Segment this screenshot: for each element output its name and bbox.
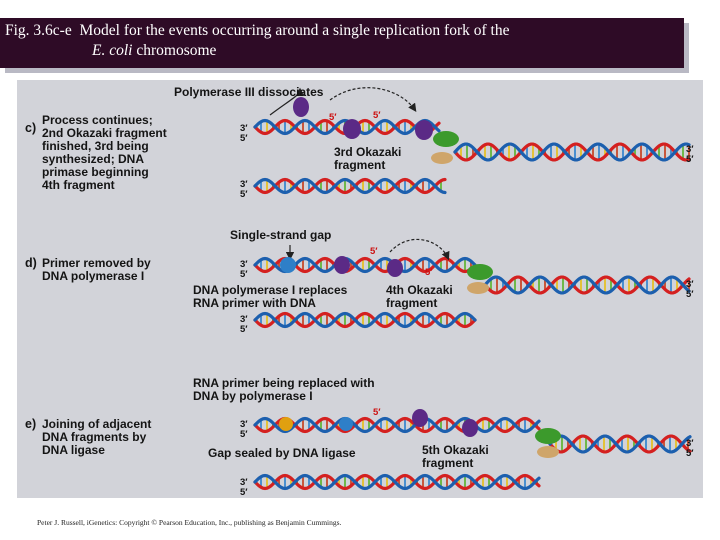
polymerase-iii-icon xyxy=(462,419,478,437)
panel-c-line: synthesized; DNA xyxy=(42,152,145,166)
panel-c-line: Process continues; xyxy=(42,113,153,127)
panel-e-fragment-label: 5th Okazaki fragment xyxy=(422,444,489,470)
polymerase-iii-icon xyxy=(343,119,361,139)
polymerase-i-icon xyxy=(339,417,353,431)
panel-e-line: DNA ligase xyxy=(42,443,105,457)
polymerase-i-icon xyxy=(280,257,296,273)
strand-end-label: 3′ xyxy=(686,279,694,290)
strand-end-label: 3′ xyxy=(240,314,248,325)
caption-rest: chromosome xyxy=(136,42,217,59)
five-prime-mark: 5′ xyxy=(425,267,433,278)
panel-e-proteins xyxy=(279,409,561,458)
figure-caption: Model for the events occurring around a … xyxy=(79,22,510,39)
strand-end-label: 3′ xyxy=(240,123,248,134)
primase-icon xyxy=(467,282,489,294)
strand-end-label: 3′ xyxy=(686,438,694,449)
gap-sealed-label: Gap sealed by DNA ligase xyxy=(208,446,356,460)
polymerase-iii-icon xyxy=(415,120,433,140)
leading-strand-helix-e xyxy=(253,473,541,491)
strand-end-label: 5′ xyxy=(240,324,248,335)
pol1-label-line: DNA polymerase I replaces xyxy=(193,283,348,297)
panel-d-line: Primer removed by xyxy=(42,256,151,270)
strand-end-label: 5′ xyxy=(240,269,248,280)
primase-icon xyxy=(537,446,559,458)
figure-title-line1: Fig. 3.6c-e Model for the events occurri… xyxy=(5,22,509,40)
strand-end-label: 5′ xyxy=(240,487,248,498)
strand-end-label: 3′ xyxy=(240,179,248,190)
strand-end-label: 5′ xyxy=(686,289,694,300)
figure-label: Fig. 3.6c-e xyxy=(5,22,72,39)
panel-d-description: Primer removed by DNA polymerase I xyxy=(42,257,151,283)
panel-d-fragment-label: 4th Okazaki fragment xyxy=(386,284,453,310)
strand-end-label: 5′ xyxy=(686,448,694,459)
primase-icon xyxy=(431,152,453,164)
fragment-label-line: fragment xyxy=(386,296,438,310)
helicase-icon xyxy=(467,264,493,280)
five-prime-mark: 5′ xyxy=(370,246,378,257)
parental-helix-c xyxy=(453,142,691,162)
panel-c-line: primase beginning xyxy=(42,165,149,179)
five-prime-mark: 5′ xyxy=(373,407,381,418)
figure-title-line2: E. coli chromosome xyxy=(92,42,216,60)
panel-e-description: Joining of adjacent DNA fragments by DNA… xyxy=(42,418,151,457)
dna-ligase-icon xyxy=(279,417,293,431)
fragment-label-line: fragment xyxy=(422,456,474,470)
strand-end-label: 5′ xyxy=(240,189,248,200)
strand-end-label: 3′ xyxy=(240,259,248,270)
organism-name: E. coli xyxy=(92,42,133,59)
panel-d-header: Single-strand gap xyxy=(230,228,332,242)
title-bar: Fig. 3.6c-e Model for the events occurri… xyxy=(0,18,684,68)
panel-e-letter: e) xyxy=(25,417,37,431)
panel-c-proteins xyxy=(269,87,459,164)
panel-d-pol1-label: DNA polymerase I replaces RNA primer wit… xyxy=(193,284,347,310)
fragment-label-line: fragment xyxy=(334,158,386,172)
leading-strand-helix-c xyxy=(253,177,447,195)
lagging-strand-helix-e xyxy=(253,416,541,434)
strand-end-label: 5′ xyxy=(240,133,248,144)
panel-c-line: finished, 3rd being xyxy=(42,139,149,153)
polymerase-iii-icon xyxy=(293,97,309,117)
panel-c-header: Polymerase III dissociates xyxy=(174,85,324,99)
panel-d-proteins xyxy=(280,238,493,294)
panel-c-fragment-label: 3rd Okazaki fragment xyxy=(334,146,401,172)
strand-end-label: 5′ xyxy=(240,429,248,440)
parental-helix-d xyxy=(483,275,691,295)
panel-e-header-line: DNA by polymerase I xyxy=(193,389,313,403)
polymerase-iii-icon xyxy=(412,409,428,427)
strand-end-label: 3′ xyxy=(240,419,248,430)
five-prime-mark: 5′ xyxy=(329,112,337,123)
strand-end-label: 3′ xyxy=(240,477,248,488)
five-prime-mark: 5′ xyxy=(373,110,381,121)
fragment-label-line: 5th Okazaki xyxy=(422,443,489,457)
copyright-footer: Peter J. Russell, iGenetics: Copyright ©… xyxy=(37,518,342,527)
panel-c-line: 4th fragment xyxy=(42,178,115,192)
leading-strand-helix-d xyxy=(253,311,477,329)
panel-d-letter: d) xyxy=(25,256,37,270)
panel-c-description: Process continues; 2nd Okazaki fragment … xyxy=(42,114,167,192)
pol1-label-line: RNA primer with DNA xyxy=(193,296,316,310)
helicase-icon xyxy=(535,428,561,444)
panel-d-line: DNA polymerase I xyxy=(42,269,145,283)
panel-e-line: DNA fragments by xyxy=(42,430,147,444)
panel-e-header: RNA primer being replaced with DNA by po… xyxy=(193,377,375,403)
fragment-label-line: 4th Okazaki xyxy=(386,283,453,297)
polymerase-iii-icon xyxy=(334,256,350,274)
dna-helices xyxy=(253,118,692,491)
fragment-label-line: 3rd Okazaki xyxy=(334,145,402,159)
panel-c-letter: c) xyxy=(25,121,37,135)
helicase-icon xyxy=(433,131,459,147)
panel-e-header-line: RNA primer being replaced with xyxy=(193,376,375,390)
panel-c-line: 2nd Okazaki fragment xyxy=(42,126,167,140)
strand-end-label: 5′ xyxy=(686,154,694,165)
parental-helix-e xyxy=(548,434,692,454)
panel-e-line: Joining of adjacent xyxy=(42,417,152,431)
polymerase-iii-icon xyxy=(387,259,403,277)
strand-end-label: 3′ xyxy=(686,144,694,155)
